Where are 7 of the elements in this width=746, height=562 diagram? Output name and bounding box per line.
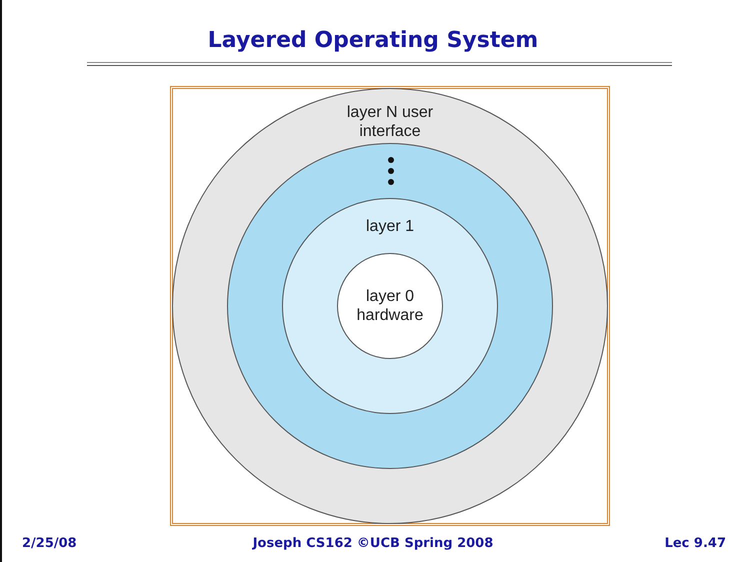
footer-text: Lec 9.47 bbox=[664, 536, 726, 551]
layer-label: layer 0 hardware bbox=[356, 287, 424, 325]
slide-title: Layered Operating System bbox=[206, 28, 540, 53]
footer-text: Joseph CS162 ©UCB Spring 2008 bbox=[252, 536, 494, 551]
layer-label: layer 1 bbox=[364, 217, 416, 236]
layer-label: layer N user interface bbox=[346, 103, 434, 141]
footer-text: 2/25/08 bbox=[22, 536, 77, 551]
